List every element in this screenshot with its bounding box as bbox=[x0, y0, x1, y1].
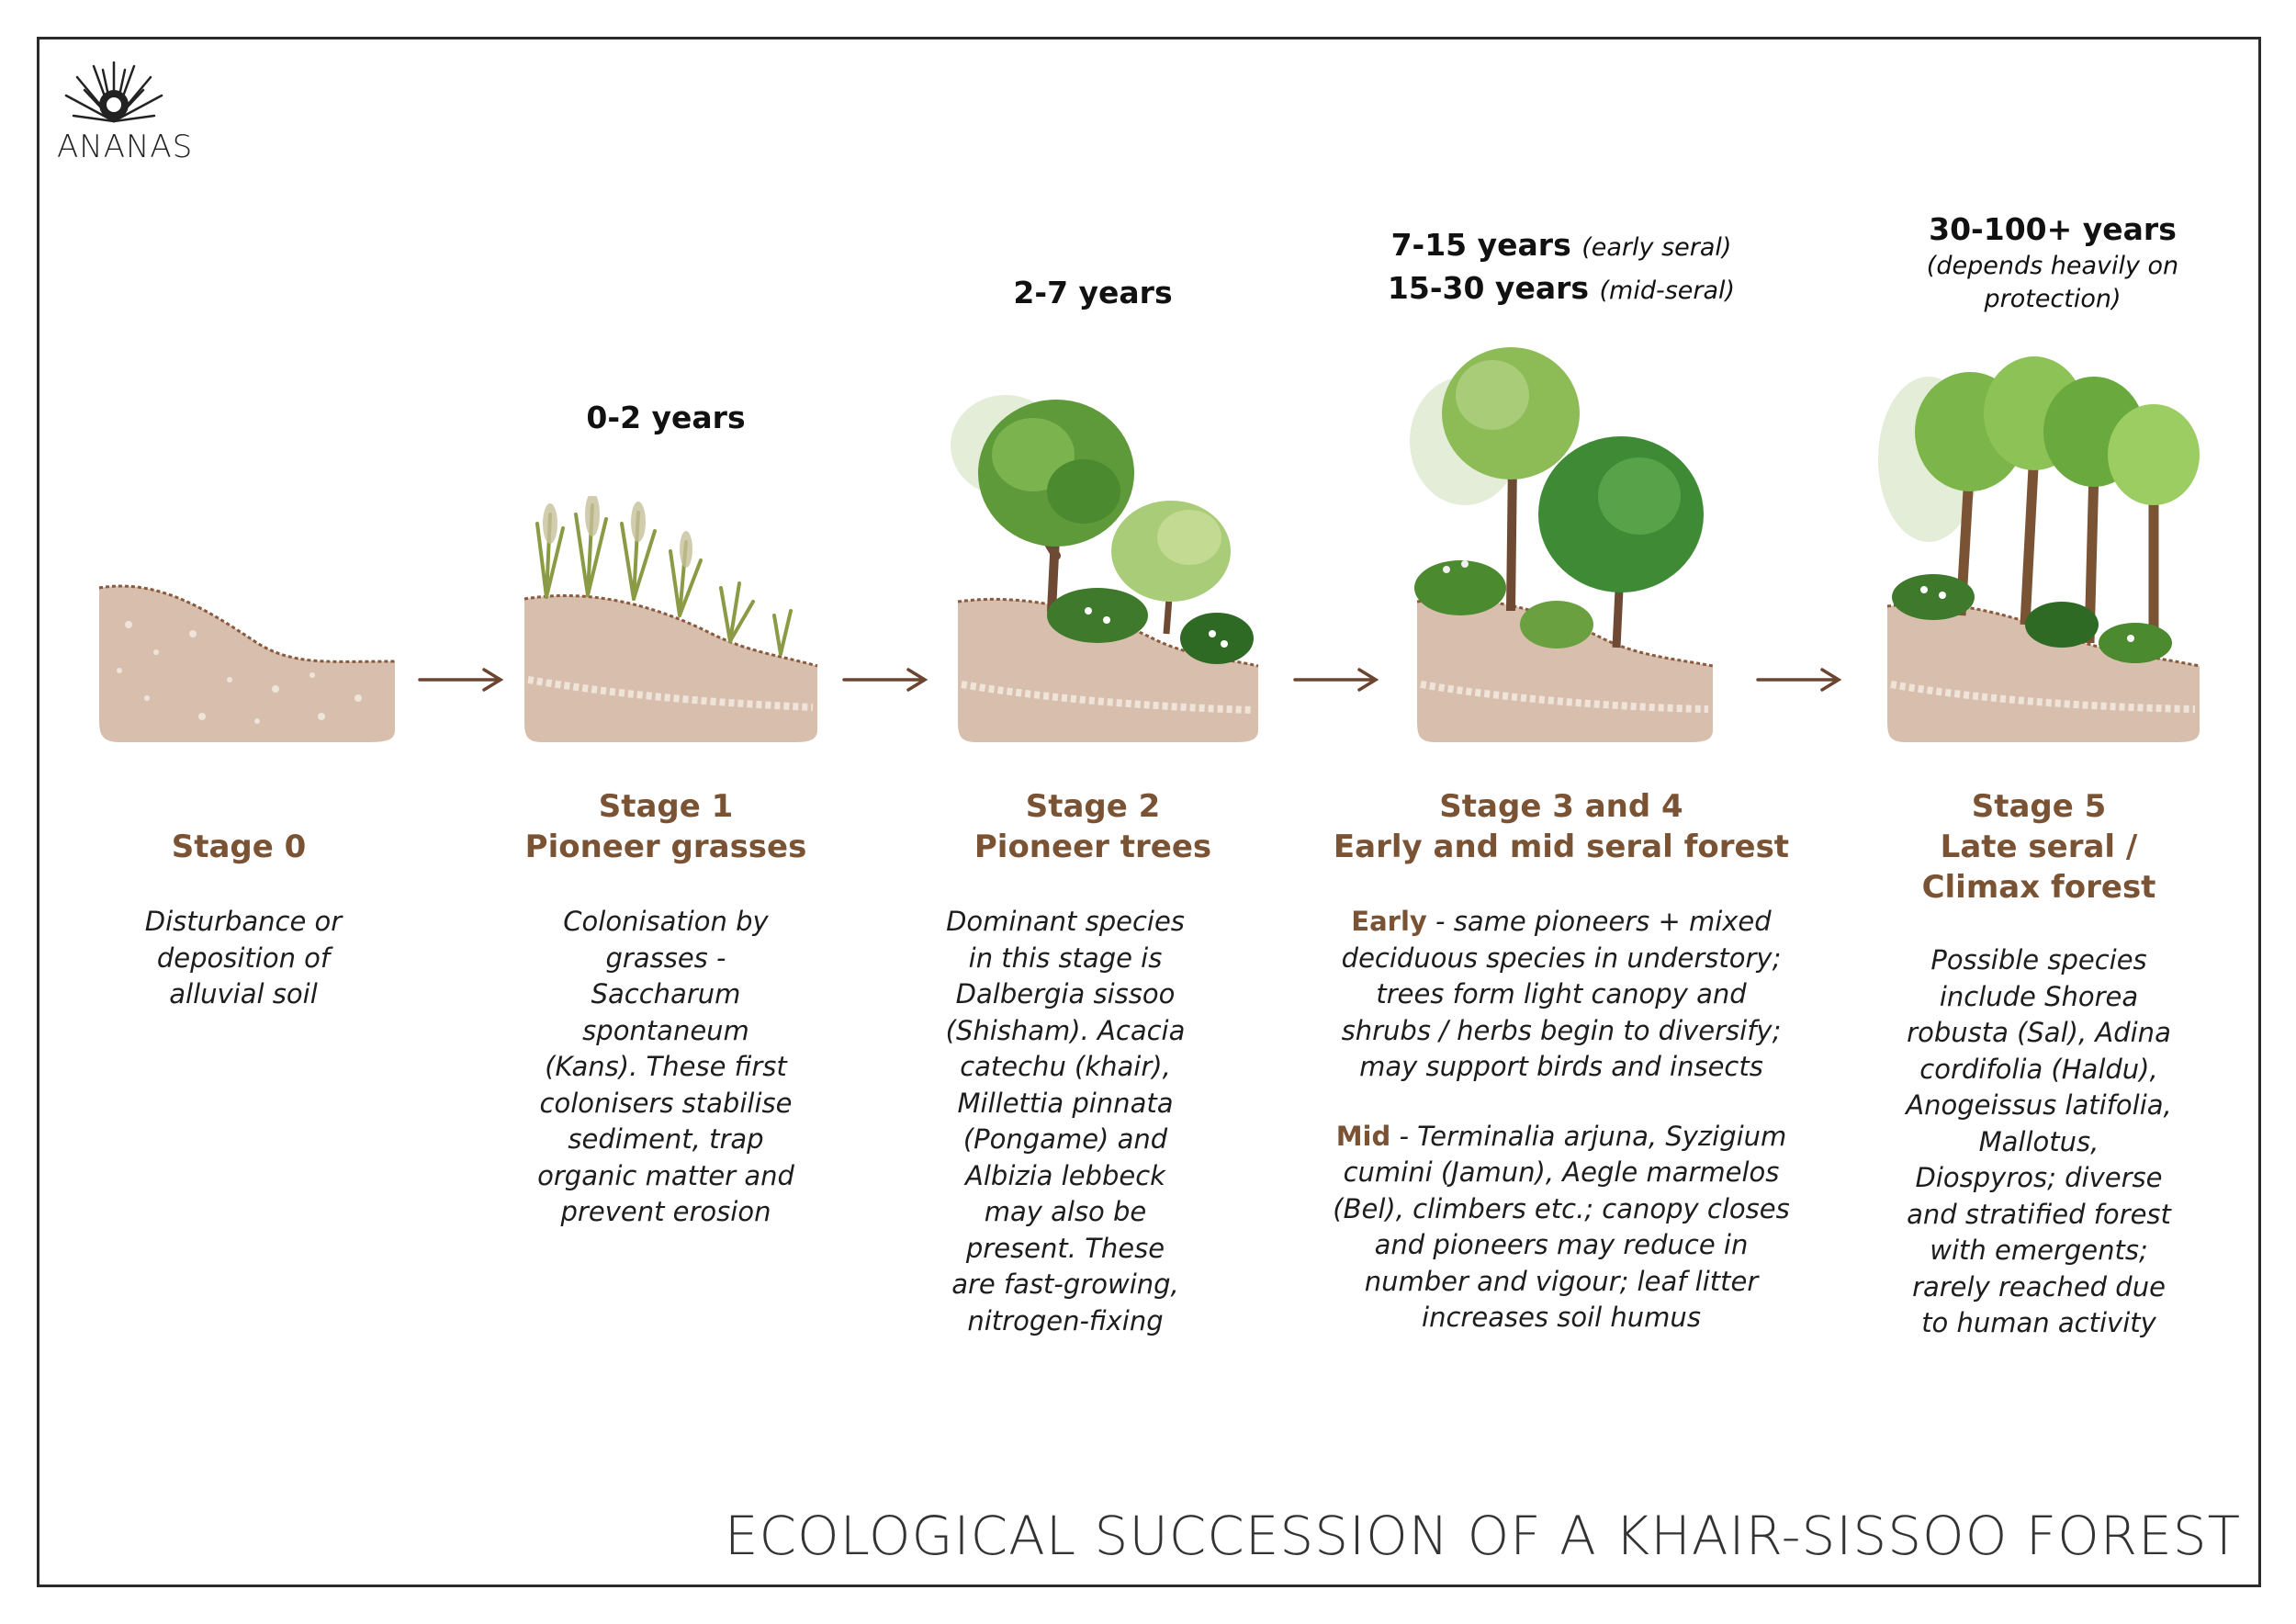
stage34-duration: 7-15 years (early seral) 15-30 years (mi… bbox=[1341, 225, 1782, 311]
duration-text: 30-100+ years bbox=[1929, 211, 2177, 247]
mid-text: - Terminalia arjuna, Syzigium cumini (Ja… bbox=[1333, 1120, 1790, 1334]
duration-mid-note: (mid-seral) bbox=[1599, 276, 1736, 305]
stage2-heading: Stage 2 Pioneer trees bbox=[937, 786, 1249, 867]
stage5-description: Possible species include Shorea robusta … bbox=[1906, 944, 2172, 1338]
stage1-grasses-illustration bbox=[523, 496, 818, 742]
stage-name: Pioneer trees bbox=[974, 829, 1212, 865]
early-label: Early bbox=[1351, 906, 1427, 937]
stage5-duration: 30-100+ years (depends heavily on protec… bbox=[1901, 209, 2204, 316]
stage2-duration: 2-7 years bbox=[937, 273, 1249, 313]
stage2-description: Dominant species in this stage is Dalber… bbox=[945, 906, 1186, 1336]
arrow-icon bbox=[1756, 668, 1842, 692]
stage5-heading: Stage 5 Late seral / Climax forest bbox=[1901, 786, 2177, 908]
arrow-icon bbox=[842, 668, 929, 692]
duration-text: 2-7 years bbox=[1013, 275, 1173, 310]
stage-label: Stage 5 bbox=[1971, 788, 2107, 825]
duration-note: (depends heavily on protection) bbox=[1926, 252, 2179, 313]
duration-text: 0-2 years bbox=[586, 400, 746, 435]
pineapple-crown-icon bbox=[64, 61, 163, 123]
stage34-heading: Stage 3 and 4 Early and mid seral forest bbox=[1322, 786, 1800, 867]
stage0-soil-illustration bbox=[98, 584, 396, 742]
stage0-description: Disturbance or deposition of alluvial so… bbox=[144, 906, 343, 1009]
stage-label: Stage 3 and 4 bbox=[1439, 788, 1683, 825]
early-text: - same pioneers + mixed deciduous specie… bbox=[1341, 906, 1782, 1082]
duration-early: 7-15 years bbox=[1390, 227, 1571, 263]
stage1-heading: Stage 1 Pioneer grasses bbox=[514, 786, 817, 867]
stage-name-cont: Climax forest bbox=[1921, 869, 2156, 906]
ananas-logo: ANANAS bbox=[57, 57, 194, 167]
stage-name: Pioneer grasses bbox=[524, 829, 807, 865]
stage1-description: Colonisation by grasses - Saccharum spon… bbox=[537, 906, 794, 1227]
stage-label: Stage 2 bbox=[1025, 788, 1161, 825]
stage-label: Stage 0 bbox=[171, 829, 307, 865]
duration-early-note: (early seral) bbox=[1581, 233, 1732, 262]
arrow-icon bbox=[418, 668, 504, 692]
mid-label: Mid bbox=[1335, 1120, 1391, 1152]
arrow-icon bbox=[1293, 668, 1379, 692]
page-frame bbox=[37, 37, 2261, 1587]
stage2-pioneer-trees-illustration bbox=[951, 395, 1259, 742]
stage0-heading: Stage 0 bbox=[110, 827, 367, 867]
brand-name: ANANAS bbox=[57, 129, 194, 165]
stage-label: Stage 1 bbox=[598, 788, 734, 825]
stage1-duration: 0-2 years bbox=[514, 398, 817, 438]
stage-name: Late seral / bbox=[1940, 829, 2138, 865]
page-title: ECOLOGICAL SUCCESSION OF A KHAIR-SISSOO … bbox=[724, 1505, 2241, 1567]
stage5-climax-forest-illustration bbox=[1878, 356, 2200, 742]
duration-mid: 15-30 years bbox=[1387, 270, 1590, 306]
mid-paragraph: Mid - Terminalia arjuna, Syzigium cumini… bbox=[1332, 1119, 1791, 1336]
stage34-seral-forest-illustration bbox=[1410, 347, 1714, 742]
early-paragraph: Early - same pioneers + mixed deciduous … bbox=[1332, 904, 1791, 1086]
stage-name: Early and mid seral forest bbox=[1333, 829, 1790, 865]
stage34-description: Early - same pioneers + mixed deciduous … bbox=[1332, 904, 1791, 1336]
